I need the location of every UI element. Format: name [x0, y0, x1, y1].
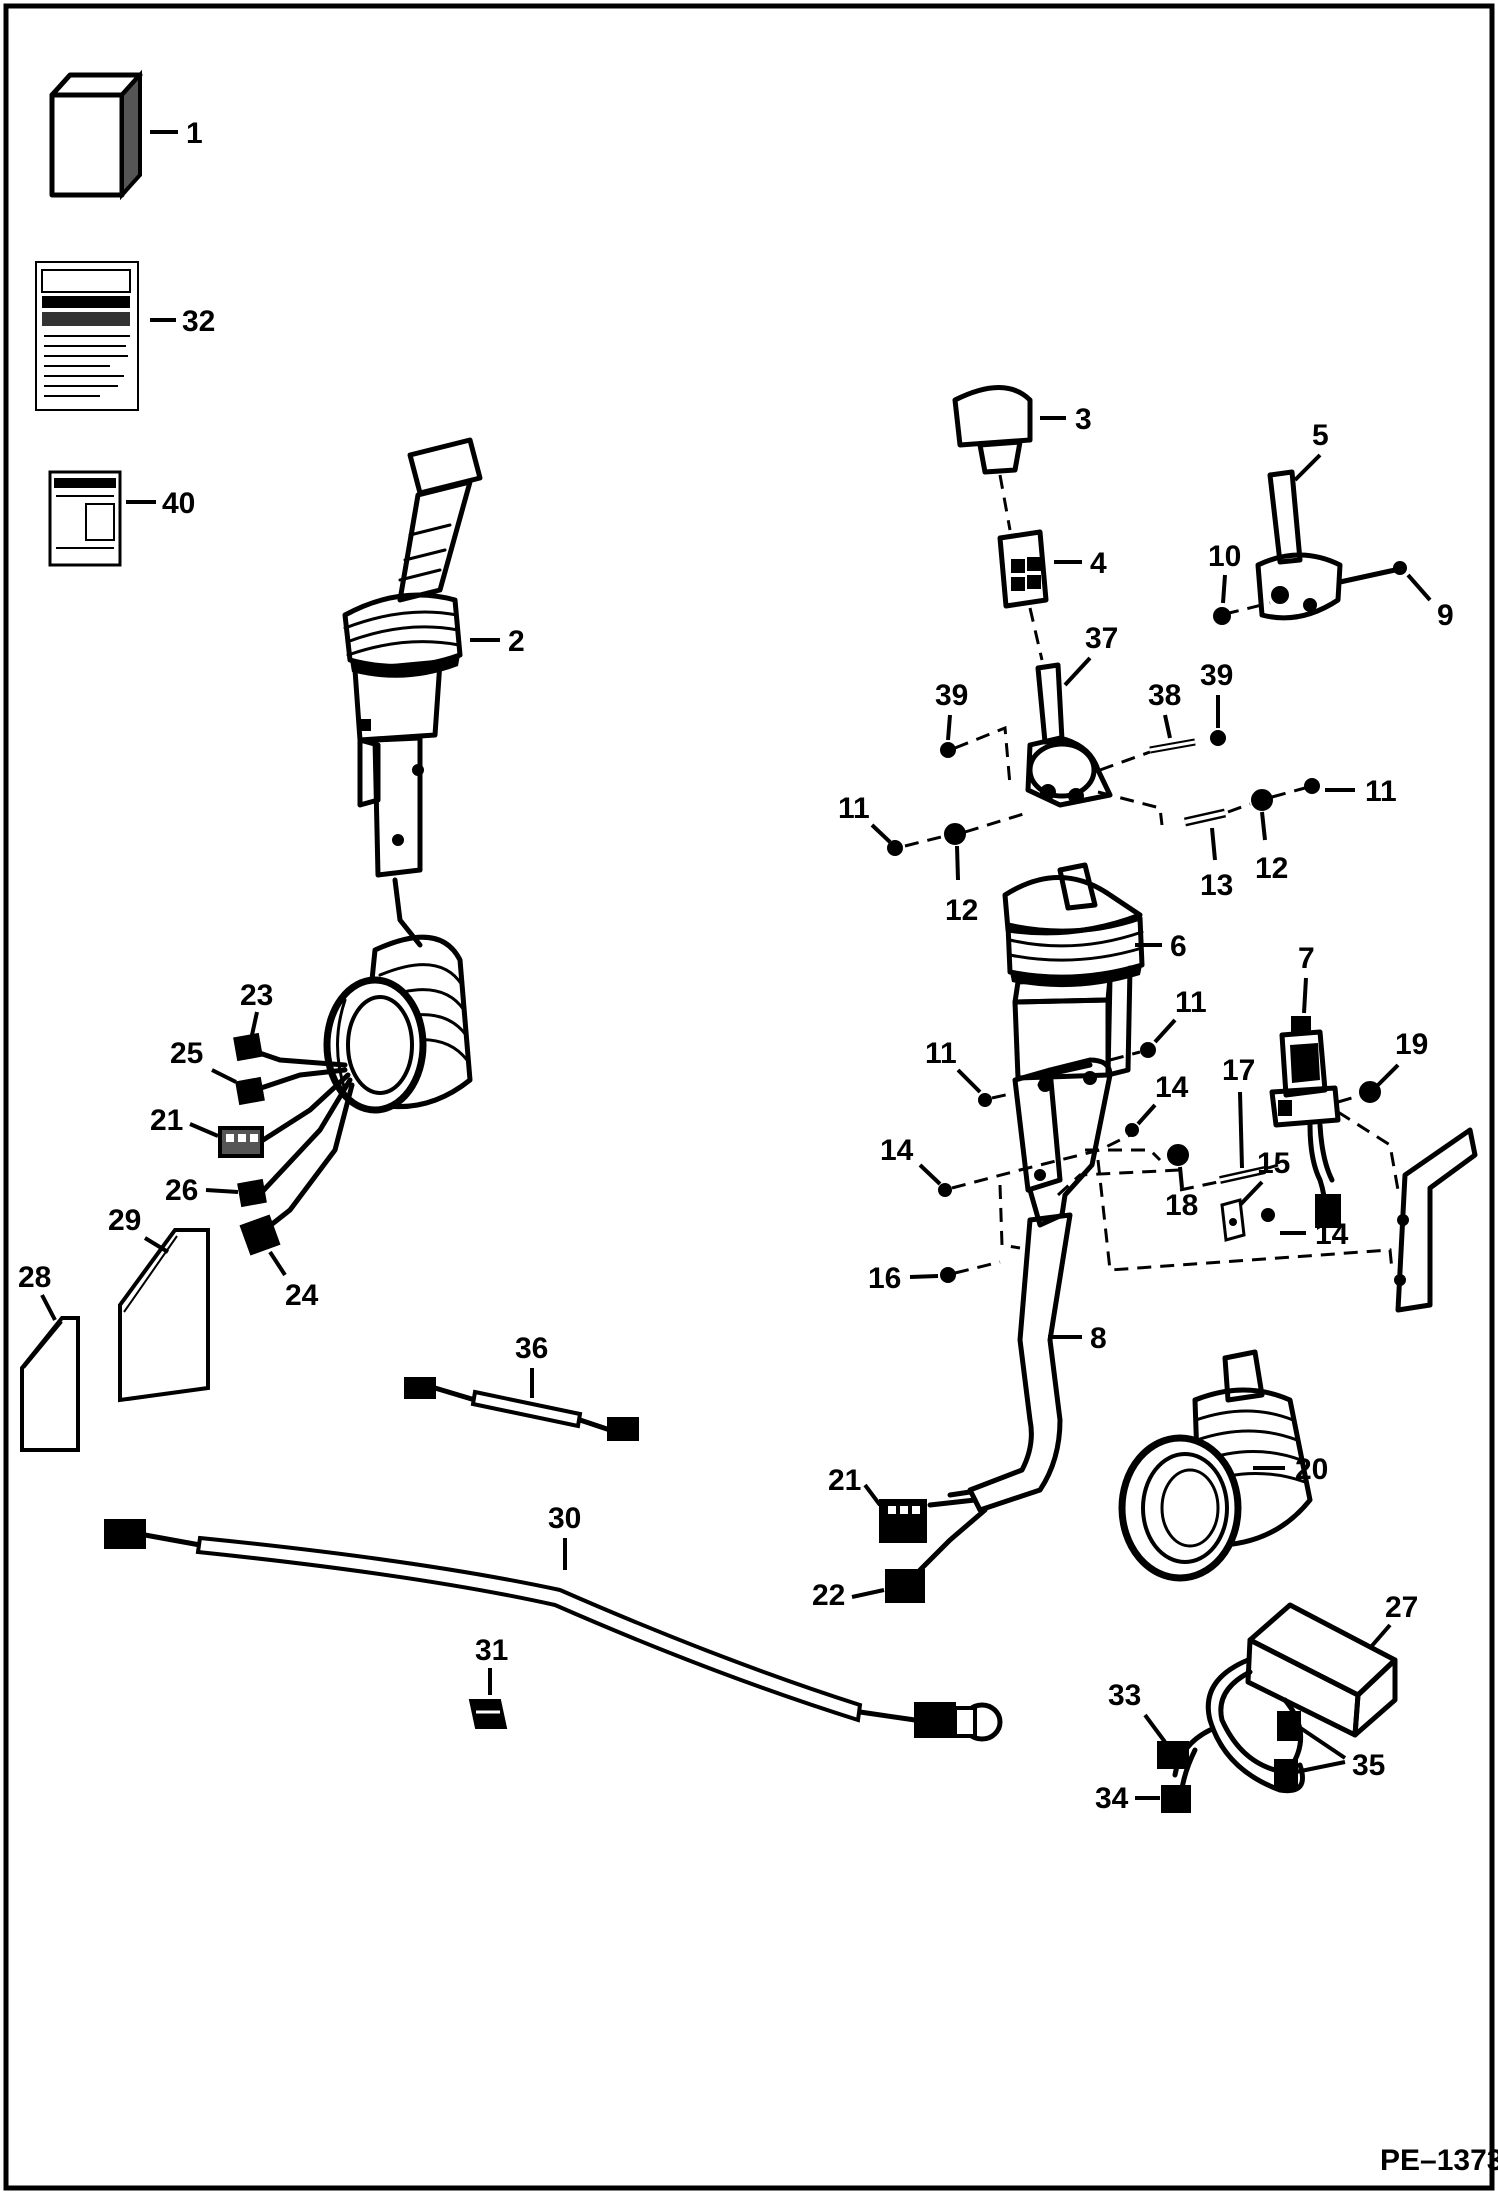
part-10-nut [1213, 607, 1231, 625]
callout-21-right: 21 [828, 1464, 861, 1497]
callout-36: 36 [515, 1332, 548, 1365]
part-7-switch [1269, 1016, 1341, 1228]
part-14-bolt-c [1261, 1208, 1275, 1222]
part-37-gimbal [1025, 662, 1113, 808]
figure-id: PE–1373 [1380, 2144, 1498, 2177]
part-38-pin [1149, 738, 1196, 754]
part-16-bolt [940, 1267, 956, 1283]
part-11-bolt-b [1304, 778, 1320, 794]
callout-21-left: 21 [150, 1104, 183, 1137]
part-39-nut-left [940, 742, 956, 758]
part-39-nut-right [1210, 730, 1226, 746]
part-6-boot-housing [1002, 862, 1145, 1081]
part-32-warning-decal [35, 261, 139, 411]
part-17-pin [1219, 1166, 1266, 1184]
callout-35: 35 [1352, 1749, 1385, 1782]
connector-26 [237, 1178, 267, 1208]
callout-14-c: 14 [1315, 1218, 1349, 1251]
callout-27: 27 [1385, 1591, 1418, 1624]
callout-33: 33 [1108, 1679, 1141, 1712]
part-28-pad [20, 1316, 80, 1452]
connector-24 [239, 1214, 281, 1256]
callout-11-c: 11 [925, 1037, 957, 1070]
connector-22 [885, 1569, 925, 1603]
callout-3: 3 [1075, 403, 1092, 436]
callout-5: 5 [1312, 419, 1329, 452]
callout-25: 25 [170, 1037, 203, 1070]
part-20-boot [1118, 1349, 1313, 1582]
callout-32: 32 [182, 305, 215, 338]
part-3-grip [952, 385, 1033, 475]
callout-34: 34 [1095, 1782, 1129, 1815]
bracket-right [1394, 1127, 1478, 1313]
connector-23 [233, 1032, 263, 1062]
callout-37: 37 [1085, 622, 1118, 655]
part-40-decal [48, 470, 122, 567]
part-11-bolt-a [887, 840, 903, 856]
part-27-module [1245, 1602, 1398, 1738]
part-4-switch [997, 529, 1049, 609]
part-30-cable [104, 1519, 1003, 1742]
callout-24: 24 [285, 1279, 319, 1312]
callout-12-a: 12 [945, 894, 978, 927]
part-1-manual [49, 69, 143, 201]
part-14-bolt-b [938, 1183, 952, 1197]
callout-16: 16 [868, 1262, 901, 1295]
callout-6: 6 [1170, 930, 1187, 963]
part-13-pin [1184, 808, 1226, 827]
callout-11-d: 11 [1175, 986, 1207, 1019]
part-18-washer [1167, 1144, 1189, 1166]
callout-23: 23 [240, 979, 273, 1012]
callout-4: 4 [1090, 547, 1107, 580]
part-36-harness [404, 1377, 639, 1441]
callout-39-left: 39 [935, 679, 968, 712]
callout-15: 15 [1257, 1147, 1290, 1180]
callout-11-b: 11 [1365, 775, 1397, 808]
callout-19: 19 [1395, 1028, 1428, 1061]
callout-26: 26 [165, 1174, 198, 1207]
callout-18: 18 [1165, 1189, 1198, 1222]
part-9-bolt [1339, 561, 1407, 585]
part-11-bolt-c [978, 1093, 992, 1107]
part-2-left-joystick-assembly [218, 437, 483, 1256]
callout-30: 30 [548, 1502, 581, 1535]
harness-33-35 [1157, 1657, 1305, 1813]
part-12-washer-a [944, 823, 966, 845]
callout-9: 9 [1437, 599, 1454, 632]
part-14-bolt-a [1125, 1123, 1139, 1137]
callout-14-b: 14 [880, 1134, 914, 1167]
callout-39-right: 39 [1200, 659, 1233, 692]
callout-7: 7 [1298, 942, 1315, 975]
part-31-plug [468, 1699, 508, 1729]
callout-2: 2 [508, 625, 525, 658]
part-12-washer-b [1251, 789, 1273, 811]
callout-8: 8 [1090, 1322, 1107, 1355]
part-15-clip [1220, 1198, 1246, 1242]
connector-25 [235, 1076, 265, 1106]
callout-11-a: 11 [838, 792, 870, 825]
callout-10: 10 [1208, 540, 1241, 573]
callout-17: 17 [1222, 1054, 1255, 1087]
callout-31: 31 [475, 1634, 508, 1667]
callout-22: 22 [812, 1579, 845, 1612]
part-8-lever-mount [917, 1057, 1113, 1573]
callout-29: 29 [108, 1204, 141, 1237]
part-5-gimbal [1255, 469, 1343, 621]
callout-38: 38 [1148, 679, 1181, 712]
callout-14-a: 14 [1155, 1071, 1189, 1104]
part-29-pad [118, 1228, 210, 1403]
callout-20: 20 [1295, 1453, 1328, 1486]
callout-13: 13 [1200, 869, 1233, 902]
part-11-bolt-d [1140, 1042, 1156, 1058]
callout-1: 1 [186, 117, 203, 150]
callout-40: 40 [162, 487, 195, 520]
callout-12-b: 12 [1255, 852, 1288, 885]
callout-28: 28 [18, 1261, 51, 1294]
diagram-border [3, 3, 1495, 2191]
part-19-nut [1359, 1081, 1381, 1103]
